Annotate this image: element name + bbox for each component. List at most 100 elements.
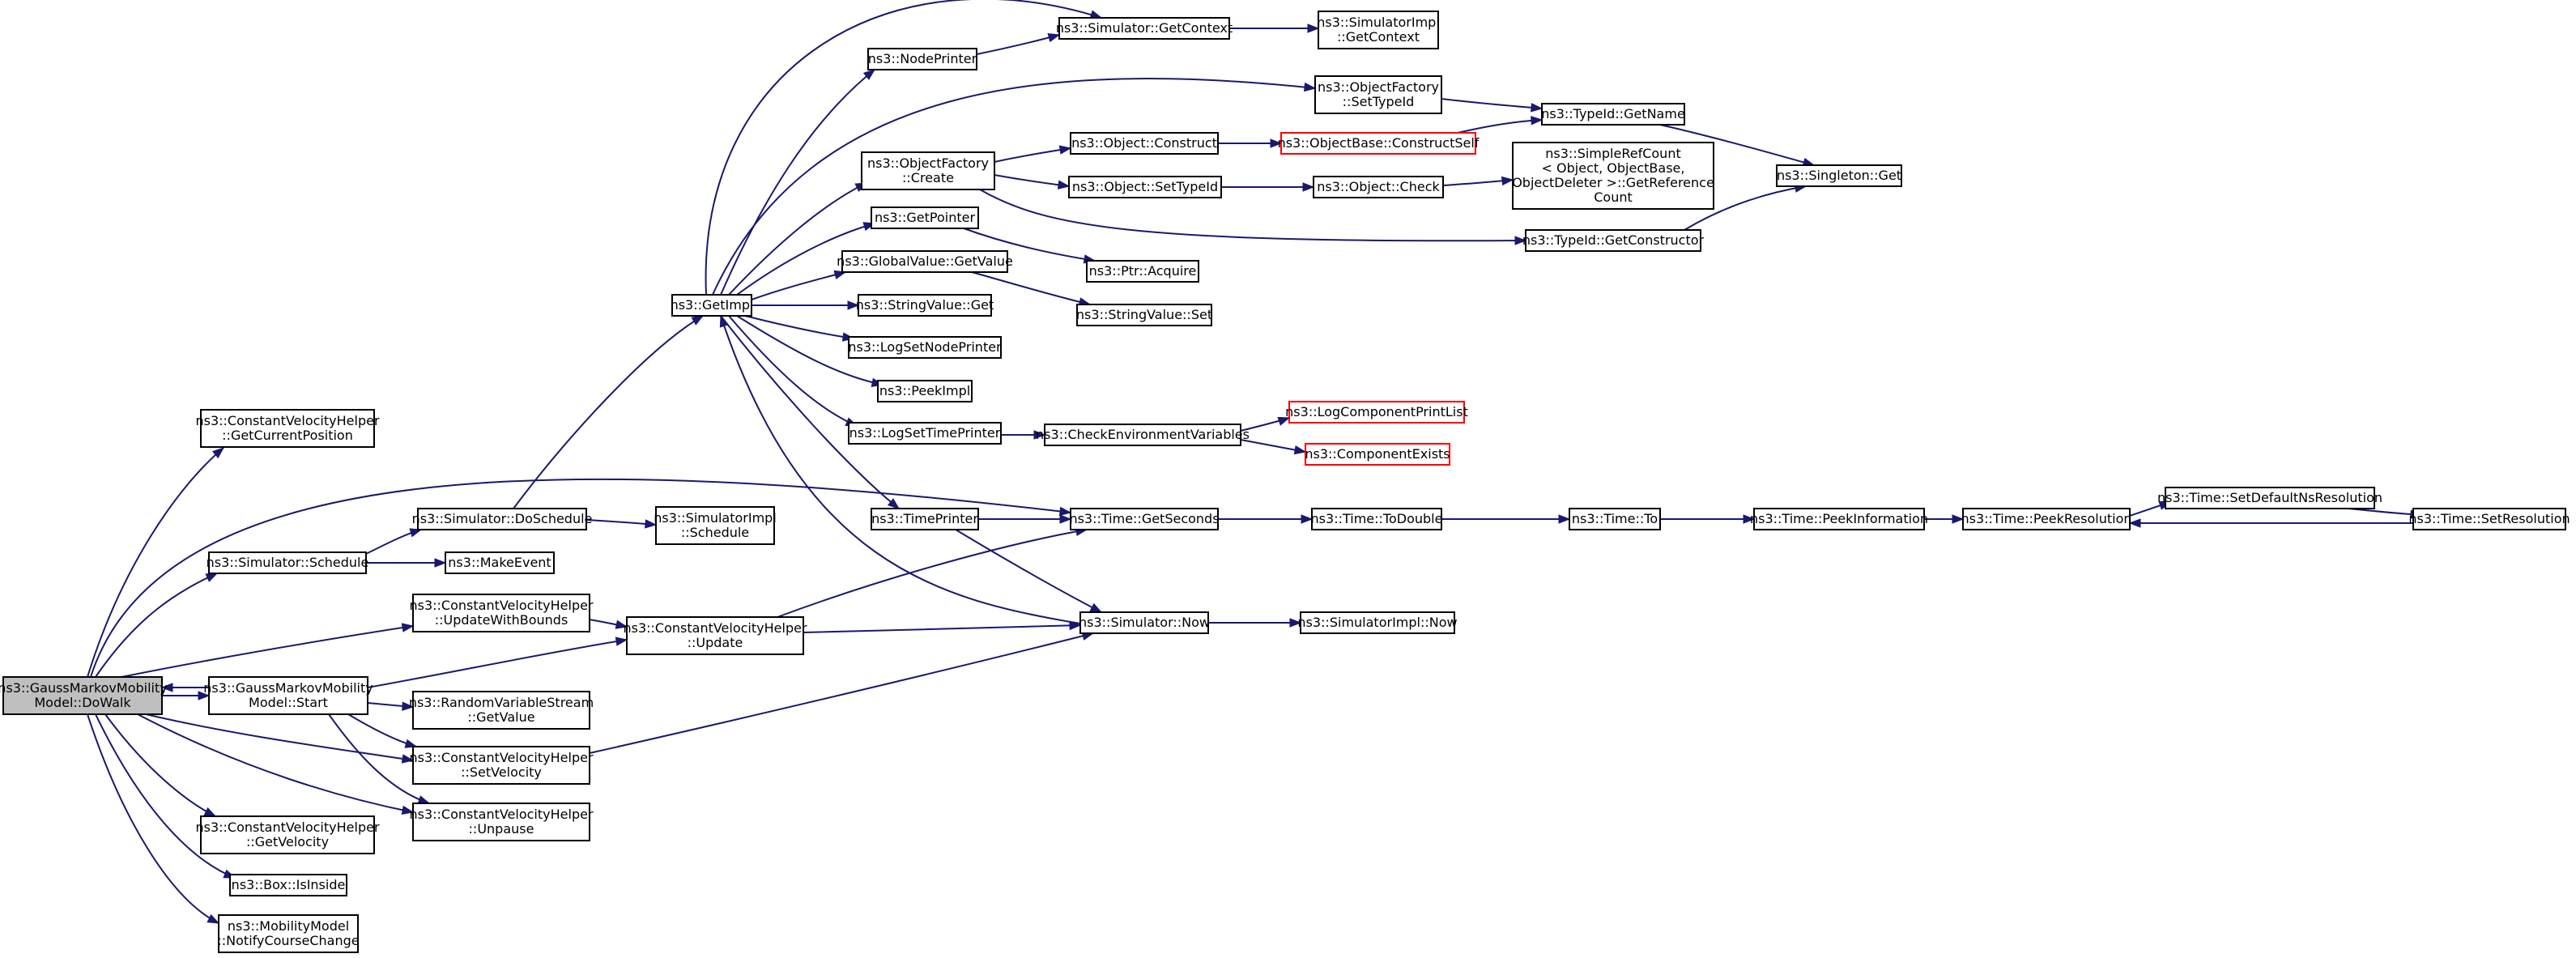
node-box — [218, 914, 359, 953]
node-box — [1068, 176, 1222, 198]
node-peekimpl[interactable]: ns3::PeekImpl — [877, 380, 973, 402]
node-getimpl[interactable]: ns3::GetImpl — [671, 294, 754, 317]
edge-sim_doschedule-to-simimpl_schedule — [585, 519, 658, 529]
edge-checkenvvars-to-compexists — [1240, 439, 1307, 455]
node-obj_construct[interactable]: ns3::Object::Construct — [1070, 132, 1219, 155]
node-cvh_getpos[interactable]: ns3::ConstantVelocityHelper::GetCurrentP… — [195, 409, 380, 448]
node-box — [877, 380, 973, 402]
node-box — [1962, 508, 2131, 530]
node-box — [2, 676, 163, 715]
edge-dowalk-to-gm_start — [162, 691, 211, 700]
node-box — [1288, 401, 1465, 424]
edge-gm_start-to-cvh_update — [367, 637, 628, 688]
node-sim_now[interactable]: ns3::Simulator::Now — [1079, 611, 1210, 634]
node-label-line: ns3::Simulator::DoSchedule — [412, 511, 593, 526]
node-typeid_getname[interactable]: ns3::TypeId::GetName — [1541, 103, 1685, 126]
node-label-line: ns3::ConstantVelocityHelper — [195, 413, 379, 428]
node-time_setdefaultns[interactable]: ns3::Time::SetDefaultNsResolution — [2157, 487, 2382, 509]
node-logsettimeprinter[interactable]: ns3::LogSetTimePrinter — [848, 422, 1002, 445]
node-label-line: ns3::Object::Check — [1317, 179, 1440, 194]
node-box — [1525, 229, 1701, 252]
node-simimpl_getcontext[interactable]: ns3::SimulatorImpl::GetContext — [1317, 11, 1440, 49]
edge-cvh_update-to-time_getseconds — [777, 526, 1088, 618]
node-simplerefcount[interactable]: ns3::SimpleRefCount< Object, ObjectBase,… — [1512, 142, 1714, 210]
node-label-line: ::GetVelocity — [246, 834, 329, 849]
node-mm_notify[interactable]: ns3::MobilityModel::NotifyCourseChange — [217, 914, 360, 953]
node-cvh_update[interactable]: ns3::ConstantVelocityHelper::Update — [623, 616, 807, 655]
edge-sim_doschedule-to-getimpl — [513, 315, 705, 509]
node-getpointer[interactable]: ns3::GetPointer — [871, 207, 979, 229]
node-time_peekinfo[interactable]: ns3::Time::PeekInformation — [1750, 508, 1928, 530]
node-compexists[interactable]: ns3::ComponentExists — [1305, 443, 1450, 466]
node-label-line: ns3::SimulatorImpl — [1317, 15, 1440, 30]
node-logcompprintlist[interactable]: ns3::LogComponentPrintList — [1285, 401, 1468, 424]
node-rvs_getvalue[interactable]: ns3::RandomVariableStream::GetValue — [409, 691, 594, 730]
node-box — [412, 746, 590, 785]
edge-time_setres-to-time_peekres — [2128, 518, 2413, 528]
node-checkenvvars[interactable]: ns3::CheckEnvironmentVariables — [1036, 424, 1250, 446]
node-box — [848, 336, 1002, 359]
node-label-line: ::Create — [902, 170, 954, 185]
node-label-line: ns3::PeekImpl — [879, 383, 970, 398]
node-makeevent[interactable]: ns3::MakeEvent — [445, 551, 555, 574]
node-label-line: ::UpdateWithBounds — [435, 612, 568, 628]
nodes-layer: ns3::GaussMarkovMobilityModel::DoWalkns3… — [0, 11, 2570, 953]
node-box — [412, 594, 590, 632]
node-label-line: ns3::TypeId::GetConstructor — [1522, 232, 1705, 248]
node-obj_check[interactable]: ns3::Object::Check — [1313, 176, 1444, 198]
node-ptr_acquire[interactable]: ns3::Ptr::Acquire — [1086, 260, 1199, 283]
node-box — [1044, 424, 1241, 446]
node-label-line: ns3::TimePrinter — [871, 511, 978, 526]
node-label-line: ns3::MobilityModel — [228, 918, 349, 934]
node-sv_get[interactable]: ns3::StringValue::Get — [856, 294, 994, 317]
edge-logsettimeprinter-to-checkenvvars — [1001, 430, 1046, 440]
node-of_settypeid[interactable]: ns3::ObjectFactory::SetTypeId — [1314, 75, 1442, 114]
node-label-line: ns3::LogComponentPrintList — [1285, 404, 1468, 419]
edge-sim_now-to-simimpl_now — [1207, 618, 1302, 628]
node-time_todouble[interactable]: ns3::Time::ToDouble — [1311, 508, 1443, 530]
node-cvh_unpause[interactable]: ns3::ConstantVelocityHelper::Unpause — [409, 803, 594, 841]
node-box — [1512, 142, 1714, 210]
node-cvh_setvel[interactable]: ns3::ConstantVelocityHelper::SetVelocity — [409, 746, 594, 785]
node-label-line: ns3::NodePrinter — [868, 51, 977, 66]
node-time_peekres[interactable]: ns3::Time::PeekResolution — [1961, 508, 2132, 530]
node-nodeprinter[interactable]: ns3::NodePrinter — [867, 48, 977, 70]
edge-getimpl-to-sv_get — [752, 300, 860, 310]
edge-typeid_getname-to-singleton_get — [1659, 124, 1816, 167]
node-logsetnodeprinter[interactable]: ns3::LogSetNodePrinter — [848, 336, 1002, 359]
node-simimpl_now[interactable]: ns3::SimulatorImpl::Now — [1297, 611, 1458, 634]
node-box — [848, 422, 1002, 445]
node-simimpl_schedule[interactable]: ns3::SimulatorImpl::Schedule — [654, 506, 777, 545]
node-box — [1086, 260, 1199, 283]
node-timeprinter[interactable]: ns3::TimePrinter — [871, 508, 979, 530]
node-objbase_constructself[interactable]: ns3::ObjectBase::ConstructSelf — [1278, 132, 1480, 155]
node-singleton_get[interactable]: ns3::Singleton::Get — [1776, 164, 1902, 187]
node-typeid_getconstructor[interactable]: ns3::TypeId::GetConstructor — [1522, 229, 1705, 252]
node-label-line: ::GetContext — [1337, 29, 1420, 45]
node-label-line: ns3::LogSetTimePrinter — [849, 425, 1001, 441]
node-time_getseconds[interactable]: ns3::Time::GetSeconds — [1069, 508, 1220, 530]
node-box — [200, 409, 375, 448]
node-of_create[interactable]: ns3::ObjectFactory::Create — [861, 151, 995, 190]
node-time_to[interactable]: ns3::Time::To — [1569, 508, 1661, 530]
node-box_isinside[interactable]: ns3::Box::IsInside — [229, 874, 347, 896]
node-sim_schedule[interactable]: ns3::Simulator::Schedule — [207, 551, 369, 574]
edge-gm_start-to-dowalk — [160, 683, 210, 692]
node-label-line: ns3::ConstantVelocityHelper — [409, 750, 593, 765]
node-obj_settypeid[interactable]: ns3::Object::SetTypeId — [1068, 176, 1222, 198]
node-sv_set[interactable]: ns3::StringValue::Set — [1076, 304, 1212, 326]
edge-gm_start-to-cvh_unpause — [328, 713, 431, 805]
node-label-line: Model::Start — [249, 695, 328, 710]
node-label-line: ::SetTypeId — [1343, 94, 1415, 109]
node-cvh_getvel[interactable]: ns3::ConstantVelocityHelper::GetVelocity — [195, 815, 380, 854]
node-cvh_updbounds[interactable]: ns3::ConstantVelocityHelper::UpdateWithB… — [409, 594, 594, 632]
node-label-line: ns3::ObjectBase::ConstructSelf — [1278, 135, 1480, 151]
node-sim_doschedule[interactable]: ns3::Simulator::DoSchedule — [412, 508, 593, 530]
node-gv_getvalue[interactable]: ns3::GlobalValue::GetValue — [837, 250, 1013, 273]
node-time_setres[interactable]: ns3::Time::SetResolution — [2408, 508, 2570, 530]
node-label-line: ns3::ConstantVelocityHelper — [409, 807, 593, 822]
node-sim_getcontext[interactable]: ns3::Simulator::GetContext — [1056, 17, 1233, 40]
